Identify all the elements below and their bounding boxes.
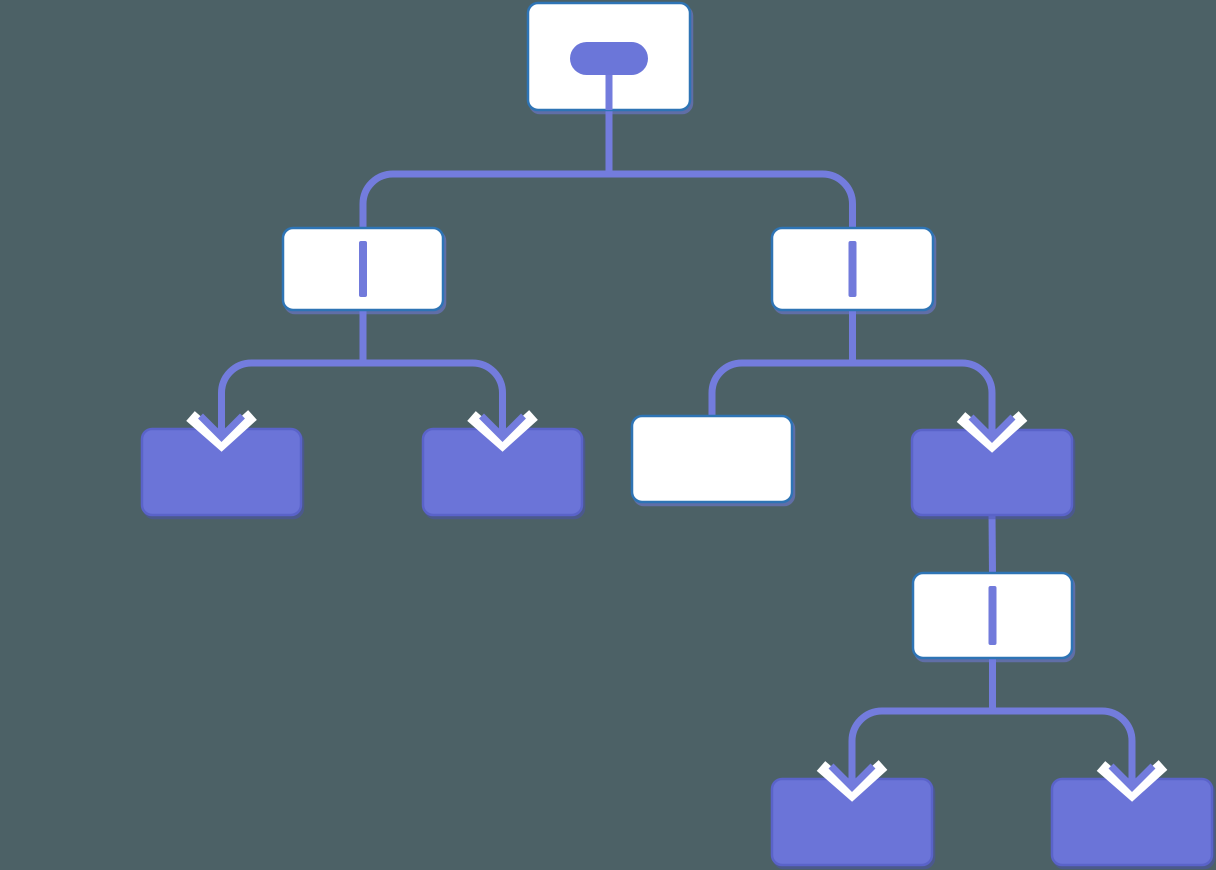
arrow-down-icon (956, 396, 1028, 453)
node-box-white (630, 414, 794, 504)
pill-stem-glyph (605, 72, 613, 110)
arrow-chevron-white (816, 760, 888, 802)
connector-edge (359, 170, 609, 230)
arrow-down-icon (467, 395, 538, 452)
connector-edge (852, 359, 996, 435)
arrow-chevron-white (956, 411, 1028, 453)
node-pill-glyph (570, 42, 648, 75)
arrow-head (479, 413, 526, 442)
arrow-chevron-white (1096, 760, 1168, 802)
node-cursor-glyph (848, 241, 857, 297)
connector-edge (992, 707, 1136, 784)
connector-edge (988, 513, 996, 576)
arrow-chevron-white (467, 410, 538, 452)
arrow-down-icon (186, 395, 257, 452)
diagram-node-n-left[interactable] (281, 226, 445, 312)
connector-edge (609, 170, 856, 230)
arrow-head (968, 414, 1016, 443)
connector-layer (218, 109, 1136, 784)
connector-edge (218, 359, 363, 434)
arrow-head (1108, 763, 1156, 792)
diagram-node-n-rl[interactable] (630, 414, 794, 504)
node-cursor-glyph (988, 586, 997, 645)
arrow-down-icon (1096, 745, 1168, 802)
connector-edge (363, 359, 506, 434)
diagram-node-root[interactable] (526, 1, 692, 112)
arrow-down-icon (816, 745, 888, 802)
diagram-node-n-right[interactable] (770, 226, 935, 312)
node-layer (140, 1, 1214, 867)
node-cursor-glyph (359, 241, 367, 297)
diagram-node-n-r4[interactable] (911, 571, 1074, 660)
arrow-head (198, 413, 245, 442)
arrow-head (828, 763, 876, 792)
connector-edge (848, 707, 993, 784)
arrow-chevron-white (186, 410, 257, 452)
connector-edge (708, 359, 853, 418)
arrow-layer (186, 395, 1168, 802)
